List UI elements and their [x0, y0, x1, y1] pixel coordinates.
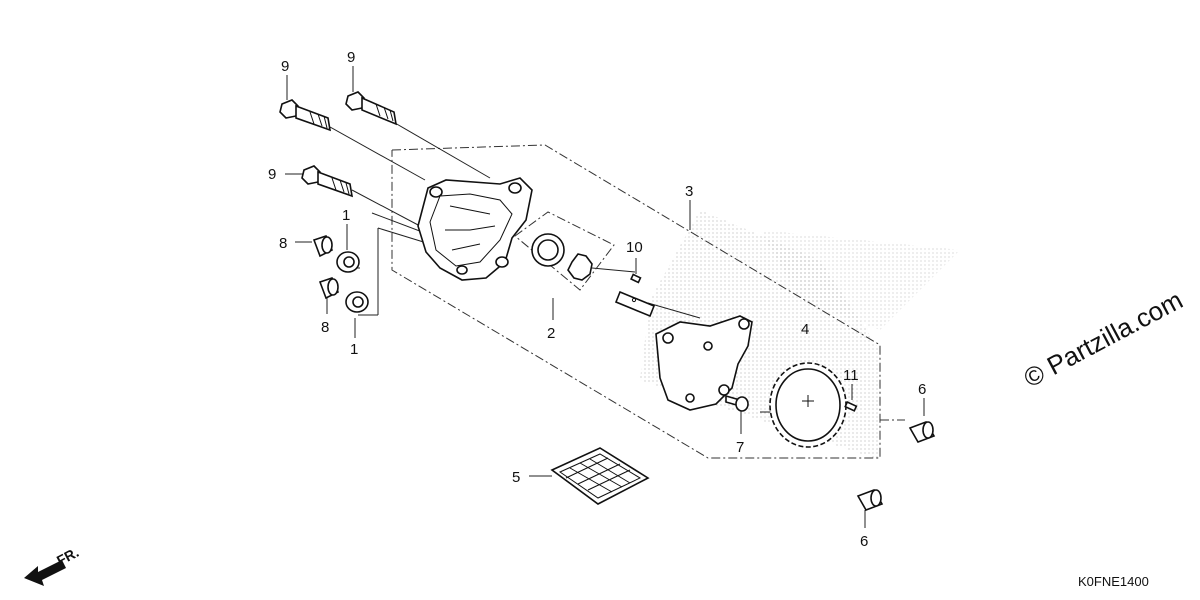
callout-8-upper: 8	[279, 235, 287, 252]
oil-seal-1-upper	[336, 251, 360, 273]
callout-leaders	[285, 66, 925, 528]
front-arrow-icon	[24, 560, 66, 586]
oil-strainer-5	[550, 447, 650, 505]
callout-2: 2	[547, 325, 555, 342]
bolt-9-top-center	[345, 91, 398, 126]
callout-9-top-center: 9	[347, 49, 355, 66]
collar-6-right	[908, 421, 936, 443]
collar-8-upper	[312, 235, 334, 258]
callout-7: 7	[736, 439, 744, 456]
callout-9-left: 9	[268, 166, 276, 183]
leader-lines	[329, 122, 790, 413]
callout-4: 4	[801, 321, 809, 338]
callout-8-lower: 8	[321, 319, 329, 336]
screw-7	[725, 394, 749, 412]
callout-9-top-left: 9	[281, 58, 289, 75]
diagram-code: K0FNE1400	[1078, 574, 1149, 589]
dowel-pin-11	[844, 401, 858, 412]
collar-8-lower	[318, 277, 340, 300]
front-direction-indicator: FR.	[24, 544, 81, 586]
callout-1-upper: 1	[342, 207, 350, 224]
callout-6-right: 6	[918, 381, 926, 398]
bolt-9-left	[301, 165, 354, 198]
callout-3: 3	[685, 183, 693, 200]
callout-11: 11	[843, 367, 859, 384]
watermark-text: © Partzilla.com	[1019, 285, 1188, 394]
bolt-9-top-left	[279, 99, 332, 132]
dowel-pin-10	[630, 273, 642, 284]
oil-pump-body	[417, 177, 533, 281]
callout-10: 10	[626, 239, 643, 256]
rotor-set-2	[514, 211, 615, 291]
pump-driven-gear	[769, 362, 847, 448]
callout-6-bottom: 6	[860, 533, 868, 550]
callout-5: 5	[512, 469, 520, 486]
callout-1-lower: 1	[350, 341, 358, 358]
callout-labels: 9 9 9 1 8 8 1 2 3 10 4 5 7 11 6 6	[268, 49, 926, 550]
pump-shaft	[614, 290, 656, 318]
oil-seal-1-lower	[345, 291, 369, 313]
collar-6-bottom	[856, 489, 884, 511]
assembly-outline	[391, 144, 881, 459]
pump-cover-4	[655, 315, 753, 411]
